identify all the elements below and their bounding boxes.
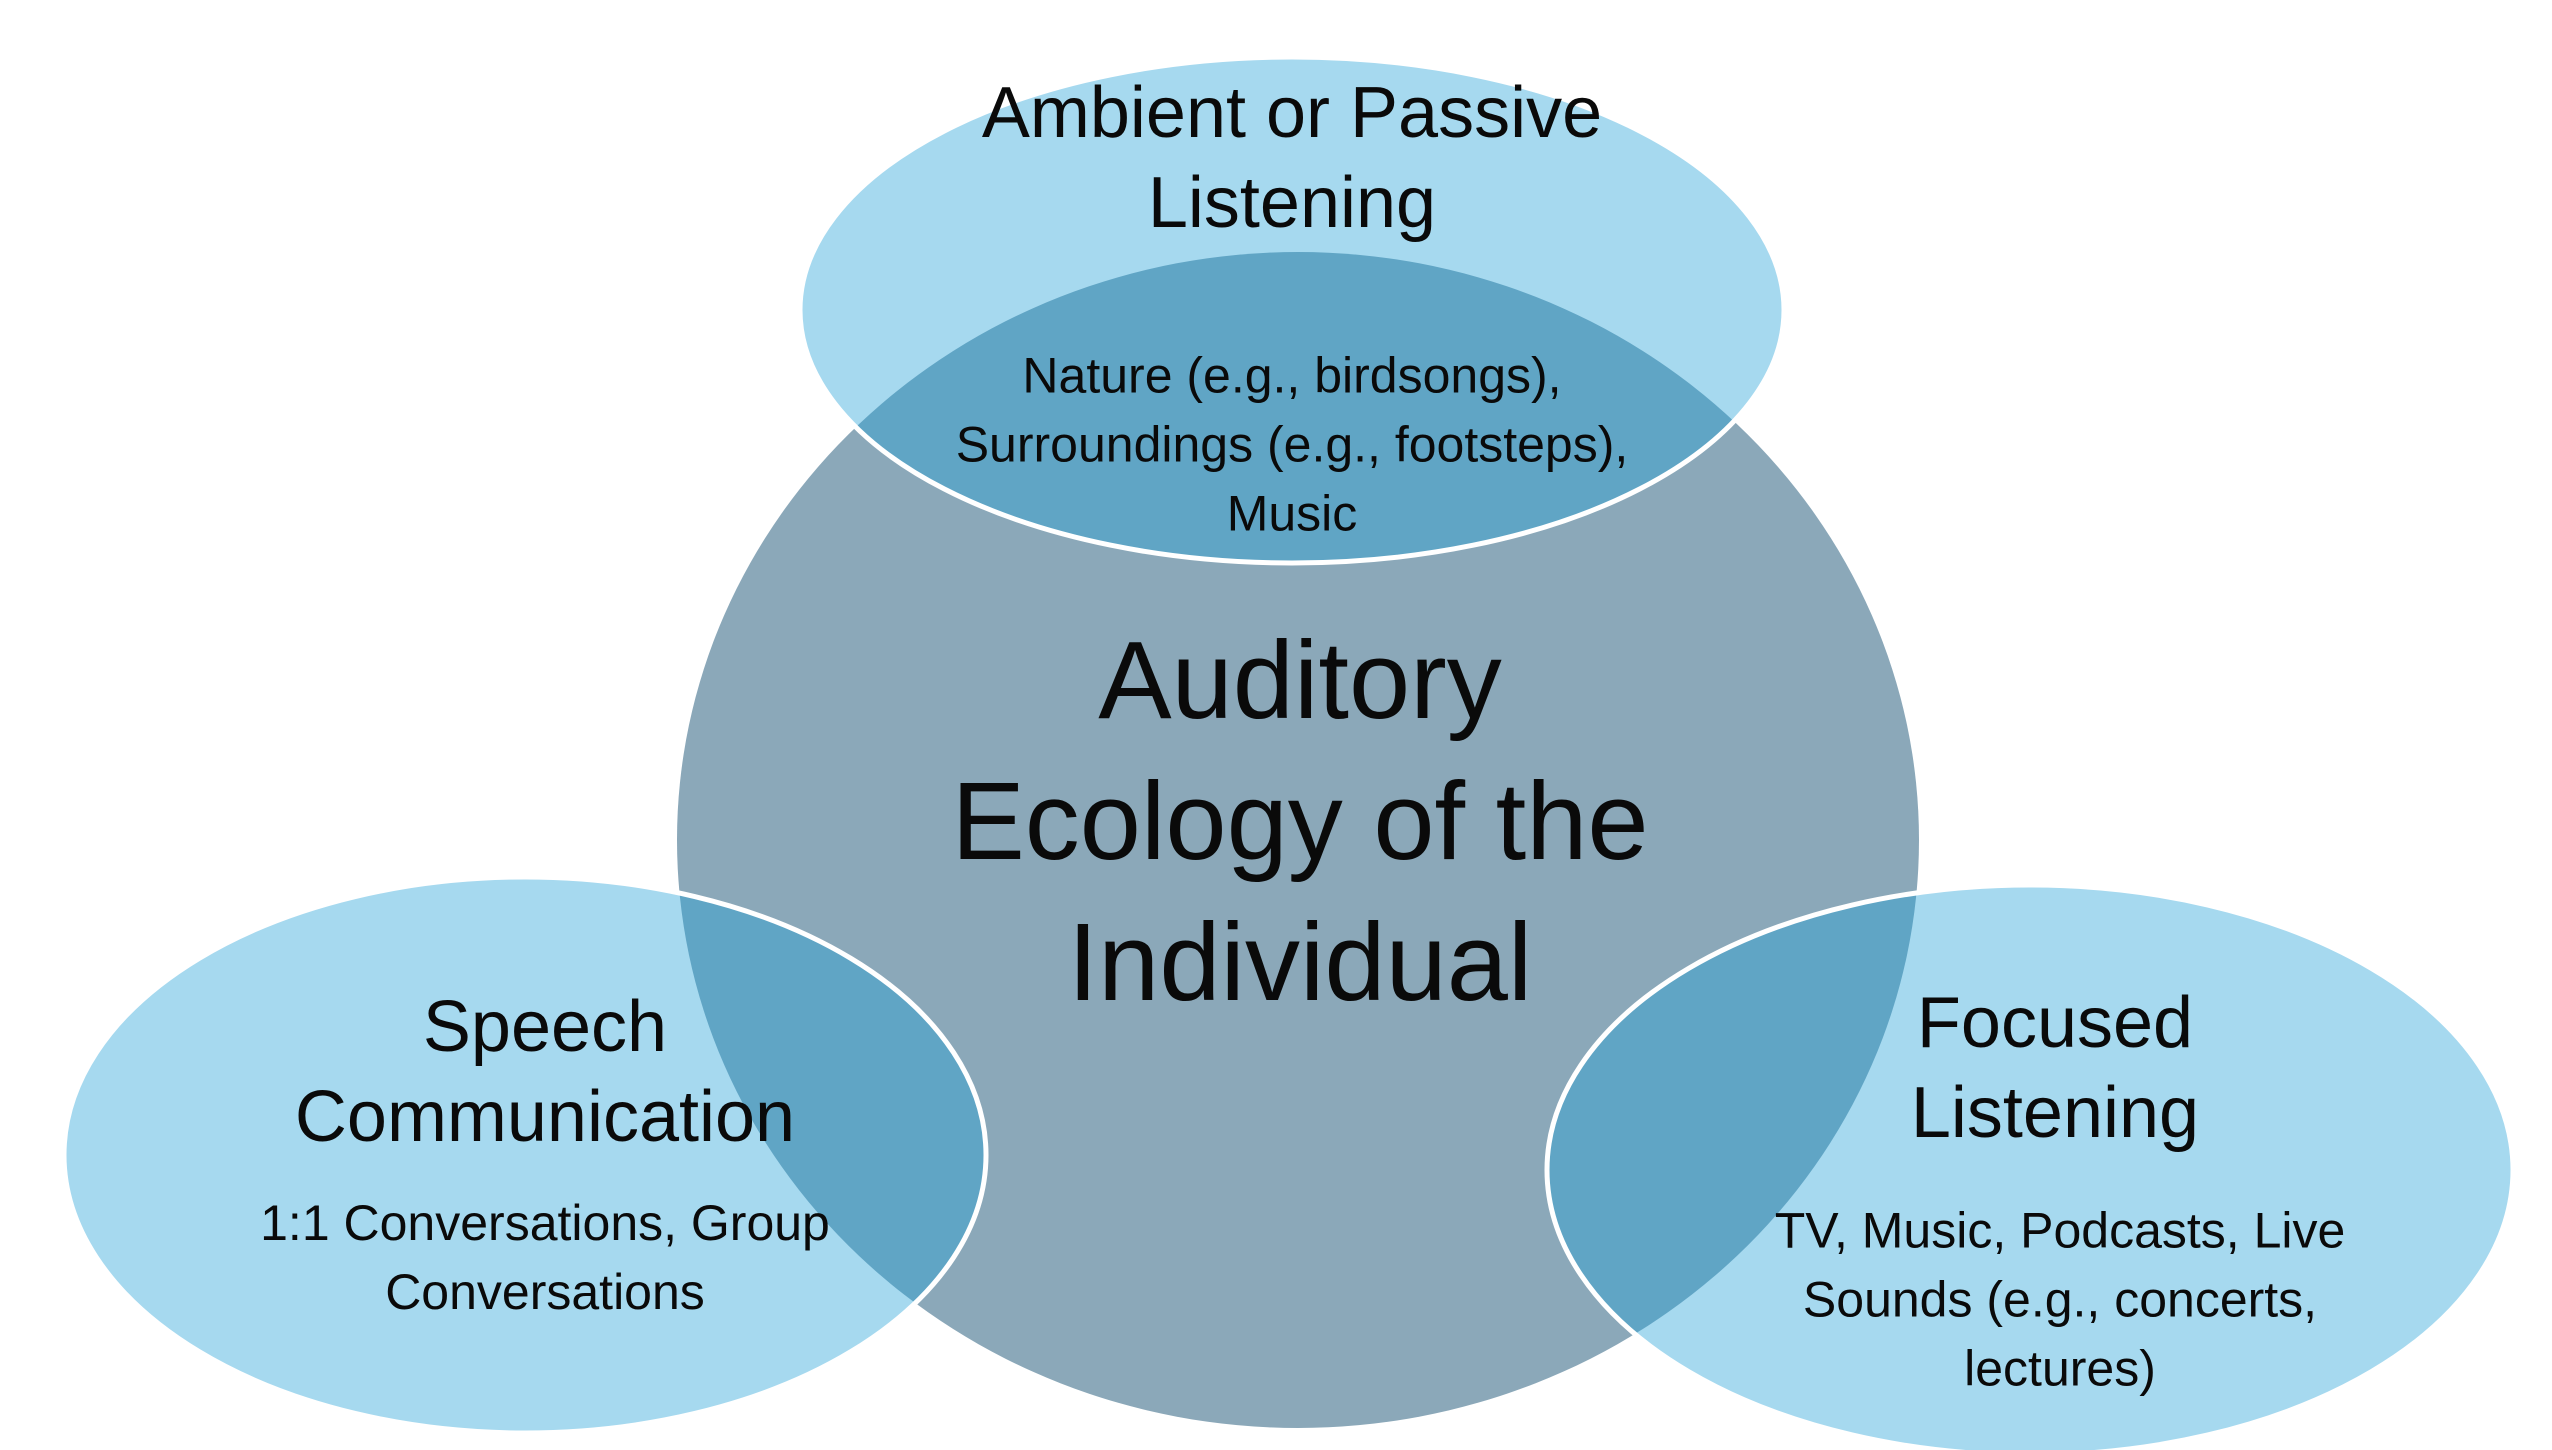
speech-title: Speech Communication	[295, 982, 795, 1162]
ambient-example-line: Music	[1226, 485, 1358, 542]
speech-title-line: Speech	[422, 987, 668, 1067]
ambient-ellipse	[797, 54, 1787, 566]
center-title-line: Auditory	[1098, 618, 1502, 742]
speech-examples: 1:1 Conversations, Group Conversations	[260, 1189, 830, 1327]
speech-example-line: Conversations	[385, 1264, 705, 1320]
focused-title-line: Focused	[1916, 983, 2194, 1063]
ambient-example-line: Surroundings (e.g., footsteps),	[955, 416, 1629, 473]
focused-title-line: Listening	[1910, 1073, 2200, 1153]
speech-ellipse	[61, 874, 989, 1436]
speech-example-line: 1:1 Conversations, Group	[260, 1195, 830, 1251]
center-title-line: Individual	[1067, 900, 1533, 1024]
center-title-line: Ecology of the	[951, 759, 1649, 883]
center-circle	[677, 252, 1919, 1428]
ambient-title: Ambient or Passive Listening	[982, 68, 1602, 248]
focused-example-line: lectures)	[1964, 1340, 2156, 1397]
ambient-examples: Nature (e.g., birdsongs), Surroundings (…	[956, 342, 1629, 549]
focused-ellipse	[1544, 882, 2516, 1450]
ambient-title-line: Listening	[1147, 163, 1437, 243]
focused-title: Focused Listening	[1911, 978, 2199, 1158]
ambient-title-line: Ambient or Passive	[981, 73, 1603, 153]
focused-example-line: Sounds (e.g., concerts,	[1802, 1271, 2318, 1328]
focused-examples: TV, Music, Podcasts, Live Sounds (e.g., …	[1775, 1197, 2346, 1404]
speech-title-line: Communication	[294, 1077, 796, 1157]
center-title: Auditory Ecology of the Individual	[951, 611, 1648, 1033]
focused-example-line: TV, Music, Podcasts, Live	[1774, 1202, 2346, 1259]
ambient-example-line: Nature (e.g., birdsongs),	[1022, 347, 1562, 404]
